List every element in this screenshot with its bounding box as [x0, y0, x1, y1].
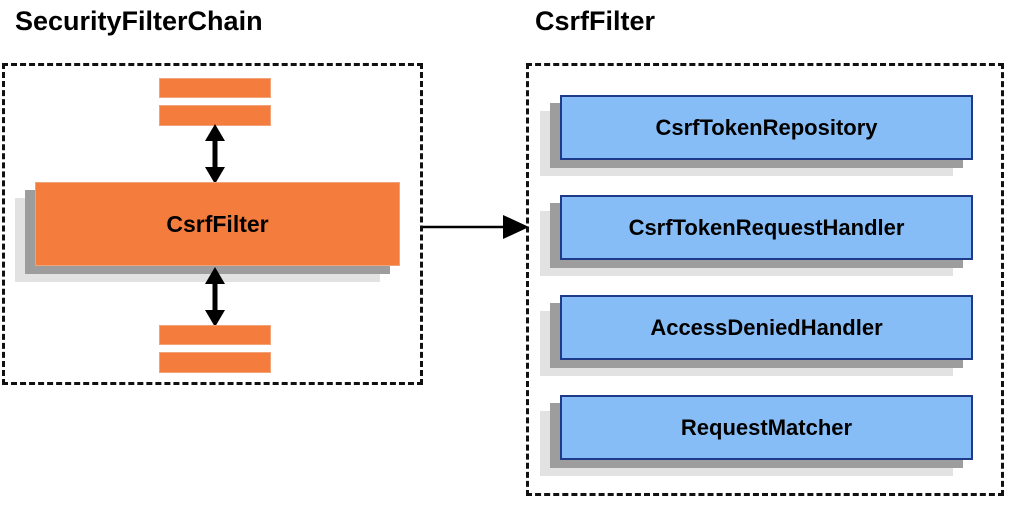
- filter-bar-below-1: [159, 325, 271, 345]
- panel-title-csrffilter: CsrfFilter: [535, 6, 656, 36]
- node-csrffilter-label: CsrfFilter: [35, 182, 400, 266]
- arrow-securityfilterchain-to-csrffilter: [423, 215, 529, 239]
- node-requestmatcher-label: RequestMatcher: [560, 395, 973, 460]
- filter-bar-below-2: [159, 352, 271, 373]
- node-accessdeniedhandler[interactable]: AccessDeniedHandler: [540, 295, 973, 376]
- container-securityfilterchain: [2, 63, 423, 385]
- node-csrftokenrequesthandler[interactable]: CsrfTokenRequestHandler: [540, 195, 973, 276]
- node-requestmatcher[interactable]: RequestMatcher: [540, 395, 973, 476]
- filter-bar-above-2: [159, 105, 271, 126]
- node-accessdeniedhandler-label: AccessDeniedHandler: [560, 295, 973, 360]
- node-csrftokenrepository-label: CsrfTokenRepository: [560, 95, 973, 160]
- arrow-csrffilter-to-below: [205, 267, 225, 327]
- node-csrftokenrepository[interactable]: CsrfTokenRepository: [540, 95, 973, 176]
- filter-bar-above-1: [159, 78, 271, 98]
- panel-title-securityfilterchain: SecurityFilterChain: [15, 6, 263, 36]
- arrow-above-to-csrffilter: [205, 124, 225, 184]
- node-csrffilter[interactable]: CsrfFilter: [15, 182, 400, 282]
- container-csrffilter: [526, 63, 1004, 496]
- node-csrftokenrequesthandler-label: CsrfTokenRequestHandler: [560, 195, 973, 260]
